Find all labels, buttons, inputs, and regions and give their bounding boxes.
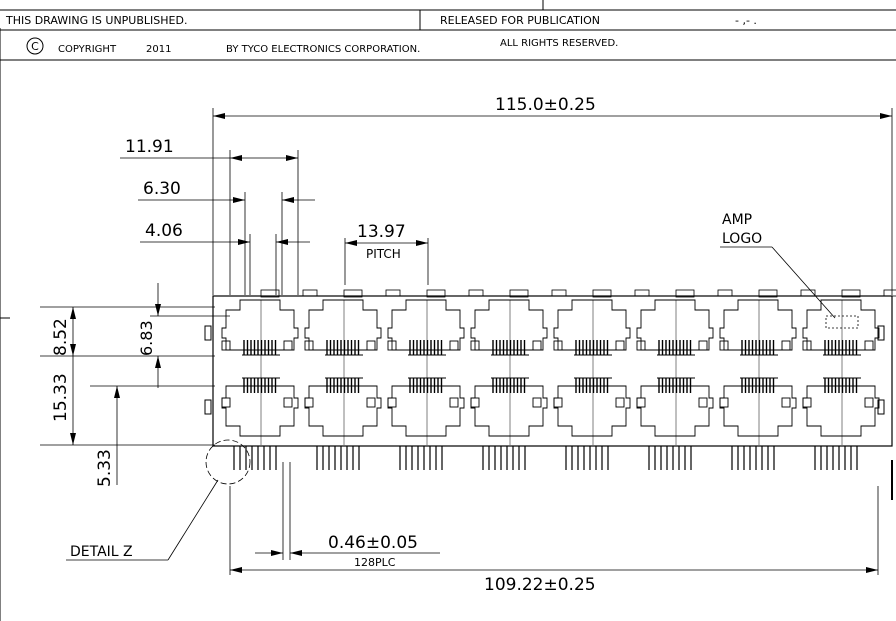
pitch-value: 13.97 [357, 222, 406, 242]
dim-8-52-label: 8.52 [51, 318, 71, 356]
dim-11-91-label: 11.91 [125, 137, 174, 157]
release-date: - ,- . [735, 14, 757, 27]
pin-width-dimension: 0.46±0.05 128PLC [255, 462, 440, 569]
svg-text:C: C [31, 40, 39, 53]
pin-row [233, 446, 858, 470]
rj45-port-pair [221, 289, 318, 445]
rj45-port-pair [470, 289, 567, 445]
copyright-text: COPYRIGHT [58, 44, 117, 55]
dim-8-52: 8.52 [40, 306, 215, 357]
connector-body [204, 295, 893, 447]
rj45-port-pair [387, 289, 484, 445]
detail-z-callout: DETAIL Z [66, 439, 251, 561]
dim-6-30: 6.30 [138, 179, 315, 295]
overall-width-label: 115.0±0.25 [495, 95, 596, 115]
rights-text: ALL RIGHTS RESERVED. [500, 38, 618, 49]
dim-4-06-label: 4.06 [145, 221, 183, 241]
rj45-port-pair [802, 289, 896, 445]
dim-11-91: 11.91 [120, 137, 299, 295]
overall-width-dimension: 115.0±0.25 [212, 95, 893, 295]
pitch-label: PITCH [366, 247, 401, 261]
released-text: RELEASED FOR PUBLICATION [440, 14, 600, 27]
company-text: BY TYCO ELECTRONICS CORPORATION. [226, 44, 420, 55]
pin-count-label: 128PLC [354, 556, 396, 569]
dim-15-33-label: 15.33 [51, 373, 71, 422]
rj45-port-pair [553, 289, 650, 445]
pitch-dimension: 13.97 PITCH [344, 222, 429, 285]
unpublished-text: THIS DRAWING IS UNPUBLISHED. [5, 14, 187, 27]
dim-6-30-label: 6.30 [143, 179, 181, 199]
detail-z-label: DETAIL Z [70, 544, 133, 560]
pin-span-label: 109.22±0.25 [484, 575, 596, 595]
rj45-port-pair [719, 289, 816, 445]
dim-6-83-label: 6.83 [137, 320, 156, 356]
dim-15-33: 15.33 [40, 356, 215, 446]
copyright-symbol: C [26, 37, 44, 55]
rj45-port-pair [636, 289, 733, 445]
amp-logo-callout: AMP LOGO [720, 212, 859, 329]
pin-span-dimension: 109.22±0.25 [229, 486, 879, 595]
pin-width-label: 0.46±0.05 [328, 533, 418, 553]
copyright-year: 2011 [146, 44, 171, 55]
amp-logo-line2: LOGO [722, 231, 762, 247]
dim-5-33: 5.33 [90, 385, 215, 487]
port-array [221, 289, 896, 445]
dim-5-33-label: 5.33 [95, 449, 115, 487]
dim-6-83: 6.83 [137, 283, 230, 388]
rj45-port-pair [304, 289, 401, 445]
amp-logo-line1: AMP [722, 212, 752, 228]
dim-4-06: 4.06 [140, 221, 310, 295]
